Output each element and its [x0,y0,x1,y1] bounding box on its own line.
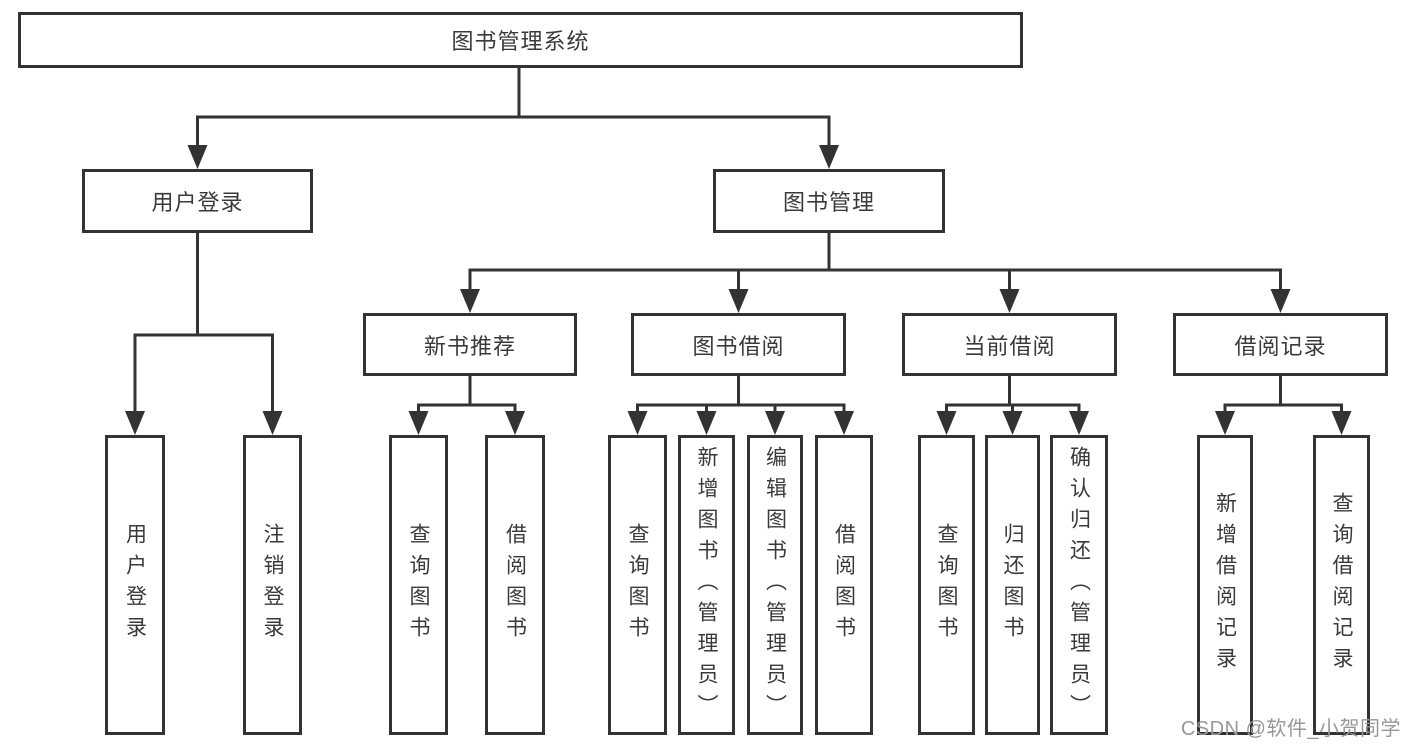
node-leaf-user-login: 用户登录 [105,435,165,735]
leaf-label: 借阅图书 [503,523,527,647]
node-leaf-query-books-current: 查询图书 [918,435,975,735]
node-leaf-borrow-books-recommend: 借阅图书 [485,435,545,735]
csdn-watermark: CSDN @软件_小贺同学 [1180,718,1401,740]
node-leaf-add-books-admin: 新增图书（管理员） [678,435,735,735]
leaf-label: 编辑图书（管理员） [763,445,787,725]
leaf-label: 查询图书 [626,523,649,647]
node-leaf-query-books-recommend: 查询图书 [389,435,448,735]
node-leaf-confirm-return-admin: 确认归还（管理员） [1050,435,1108,735]
node-leaf-add-borrow-record: 新增借阅记录 [1197,435,1253,735]
node-library-management-system: 图书管理系统 [18,12,1023,68]
node-borrowing-records: 借阅记录 [1173,313,1388,376]
node-leaf-query-borrow-record: 查询借阅记录 [1313,435,1370,735]
leaf-label: 查询图书 [935,523,958,647]
leaf-label: 查询图书 [407,523,430,647]
node-leaf-query-books-borrowing: 查询图书 [608,435,667,735]
leaf-label: 查询借阅记录 [1330,492,1353,678]
leaf-label: 新增借阅记录 [1213,492,1237,678]
leaf-label: 新增图书（管理员） [695,445,718,725]
node-leaf-logout: 注销登录 [243,435,302,735]
node-book-borrowing: 图书借阅 [631,313,846,376]
node-new-book-recommend: 新书推荐 [363,313,577,376]
node-current-borrowing: 当前借阅 [902,313,1117,376]
node-leaf-return-books: 归还图书 [985,435,1040,735]
node-book-management: 图书管理 [713,169,945,233]
leaf-label: 用户登录 [123,523,147,647]
node-leaf-borrow-books-borrowing: 借阅图书 [815,435,873,735]
node-user-login: 用户登录 [82,169,313,233]
leaf-label: 确认归还（管理员） [1067,445,1091,725]
node-leaf-edit-books-admin: 编辑图书（管理员） [747,435,803,735]
leaf-label: 归还图书 [1001,523,1024,647]
leaf-label: 注销登录 [261,523,284,647]
leaf-label: 借阅图书 [832,523,856,647]
